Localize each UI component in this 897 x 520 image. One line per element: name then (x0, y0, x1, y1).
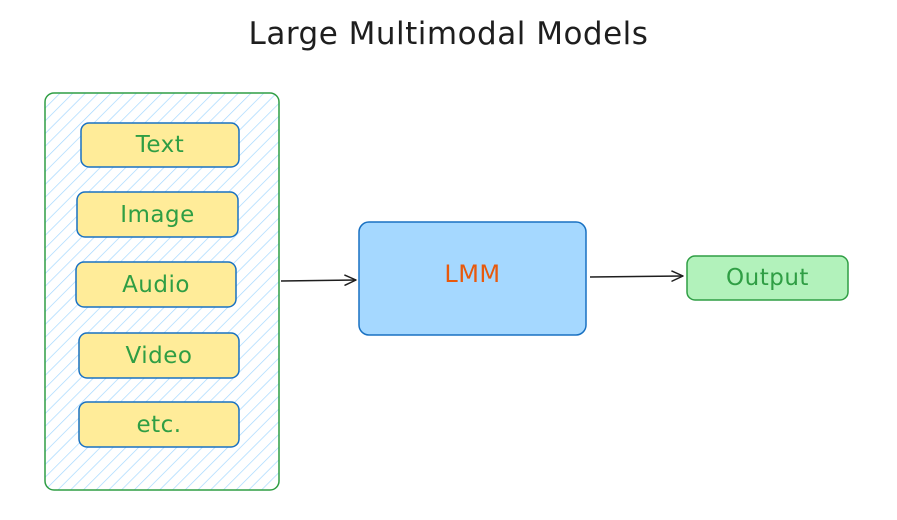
input-box-audio (75, 261, 237, 308)
output-label: Output (726, 265, 809, 291)
lmm-box (358, 221, 587, 336)
input-label-etc: etc. (136, 411, 182, 438)
input-label-image: Image (120, 201, 195, 228)
output-box (686, 255, 849, 301)
input-label-audio: Audio (122, 271, 190, 298)
diagram-title: Large Multimodal Models (248, 16, 649, 52)
input-box-etc (78, 401, 240, 448)
input-label-video: Video (125, 342, 193, 369)
input-box-image (76, 191, 239, 238)
input-box-text (80, 122, 240, 168)
arrow-inputs-to-lmm (280, 274, 357, 286)
input-label-text: Text (135, 132, 185, 158)
arrow-lmm-to-output (589, 270, 684, 282)
lmm-label: LMM (444, 260, 501, 288)
input-box-video (78, 332, 240, 379)
